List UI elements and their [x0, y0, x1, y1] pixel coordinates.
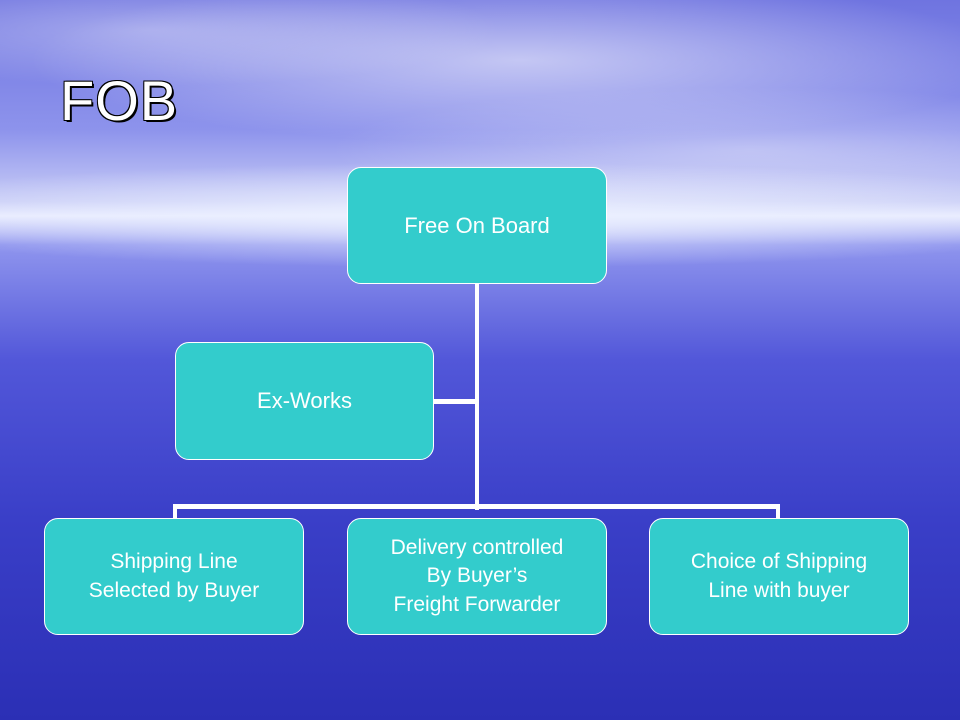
org-node-child-3: Choice of Shipping Line with buyer — [649, 518, 909, 635]
org-node-child-1: Shipping Line Selected by Buyer — [44, 518, 304, 635]
connector-child-1-drop — [173, 504, 177, 518]
connector-child-3-drop — [776, 504, 780, 518]
org-node-child-2: Delivery controlled By Buyer’s Freight F… — [347, 518, 607, 635]
org-node-assistant: Ex-Works — [175, 342, 434, 460]
slide-title: FOB — [60, 69, 179, 132]
connector-assistant-branch — [434, 399, 479, 404]
connector-children-bar — [173, 504, 780, 509]
org-node-root: Free On Board — [347, 167, 607, 284]
connector-root-trunk — [475, 283, 479, 510]
